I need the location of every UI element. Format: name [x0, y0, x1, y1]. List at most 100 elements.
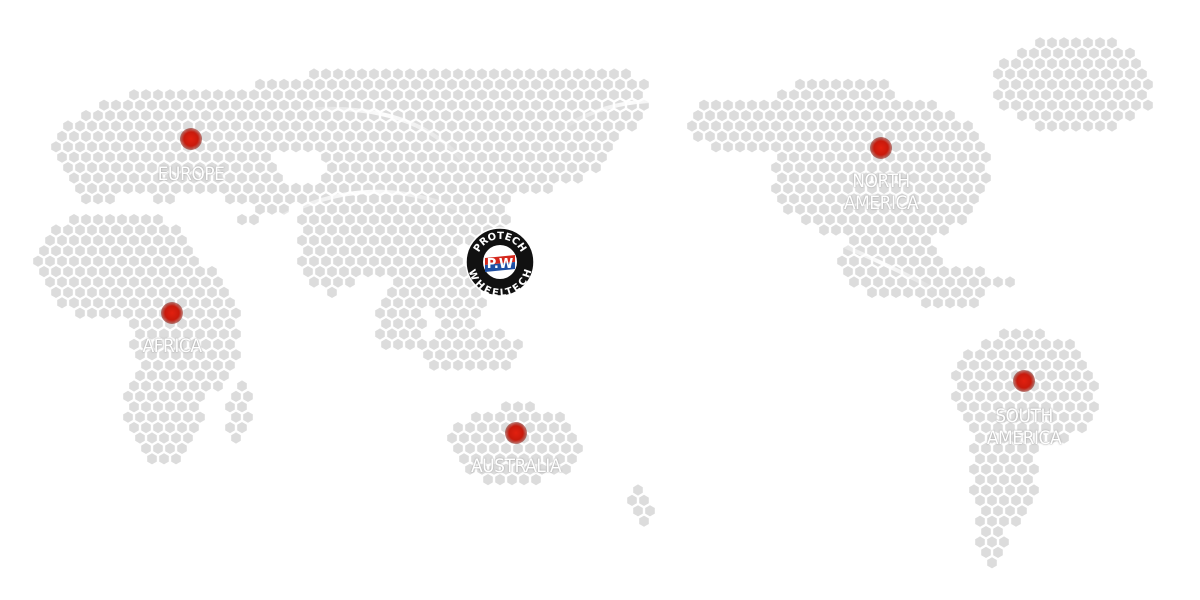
land-hexagon [813, 172, 823, 184]
land-hexagon [441, 276, 451, 288]
land-hexagon [411, 266, 421, 278]
land-hexagon [369, 172, 379, 184]
land-hexagon [381, 89, 391, 101]
land-hexagon [1041, 338, 1051, 350]
land-hexagon [885, 234, 895, 246]
land-hexagon [1017, 68, 1027, 80]
land-hexagon [1059, 120, 1069, 132]
land-hexagon [45, 234, 55, 246]
australia-marker[interactable] [505, 422, 527, 444]
land-hexagon [1053, 89, 1063, 101]
land-hexagon [849, 255, 859, 267]
land-hexagon [843, 162, 853, 174]
land-hexagon [735, 120, 745, 132]
land-hexagon [429, 172, 439, 184]
land-hexagon [1029, 68, 1039, 80]
land-hexagon [147, 411, 157, 423]
land-hexagon [105, 110, 115, 122]
land-hexagon [1077, 110, 1087, 122]
land-hexagon [393, 214, 403, 226]
north-america-marker[interactable] [870, 137, 892, 159]
land-hexagon [489, 110, 499, 122]
land-hexagon [975, 266, 985, 278]
land-hexagon [177, 338, 187, 350]
land-hexagon [147, 453, 157, 465]
land-hexagon [945, 130, 955, 142]
land-hexagon [195, 120, 205, 132]
land-hexagon [801, 130, 811, 142]
land-hexagon [363, 224, 373, 236]
land-hexagon [165, 255, 175, 267]
land-hexagon [345, 151, 355, 163]
land-hexagon [183, 390, 193, 402]
land-hexagon [405, 276, 415, 288]
land-hexagon [393, 234, 403, 246]
land-hexagon [711, 141, 721, 153]
land-hexagon [363, 78, 373, 90]
land-hexagon [255, 141, 265, 153]
land-hexagon [315, 141, 325, 153]
land-hexagon [1053, 359, 1063, 371]
land-hexagon [399, 203, 409, 215]
land-hexagon [87, 141, 97, 153]
land-hexagon [87, 224, 97, 236]
land-hexagon [807, 99, 817, 111]
europe-marker[interactable] [180, 128, 202, 150]
land-hexagon [795, 120, 805, 132]
land-hexagon [423, 245, 433, 257]
south-america-marker[interactable] [1013, 370, 1035, 392]
land-hexagon [1065, 401, 1075, 413]
land-hexagon [153, 359, 163, 371]
land-hexagon [513, 151, 523, 163]
land-hexagon [405, 110, 415, 122]
land-hexagon [765, 130, 775, 142]
land-hexagon [387, 162, 397, 174]
land-hexagon [1035, 411, 1045, 423]
land-hexagon [429, 276, 439, 288]
land-hexagon [69, 151, 79, 163]
land-hexagon [1029, 89, 1039, 101]
land-hexagon [519, 453, 529, 465]
land-hexagon [873, 214, 883, 226]
land-hexagon [909, 172, 919, 184]
land-hexagon [969, 380, 979, 392]
land-hexagon [843, 141, 853, 153]
land-hexagon [489, 338, 499, 350]
africa-label: AFRICA [142, 335, 202, 357]
land-hexagon [939, 182, 949, 194]
land-hexagon [357, 89, 367, 101]
land-hexagon [357, 193, 367, 205]
land-hexagon [1119, 78, 1129, 90]
land-hexagon [561, 110, 571, 122]
land-hexagon [345, 255, 355, 267]
land-hexagon [525, 401, 535, 413]
land-hexagon [153, 214, 163, 226]
land-hexagon [159, 182, 169, 194]
land-hexagon [597, 130, 607, 142]
land-hexagon [405, 318, 415, 330]
land-hexagon [819, 224, 829, 236]
land-hexagon [1005, 276, 1015, 288]
land-hexagon [147, 245, 157, 257]
land-hexagon [981, 484, 991, 496]
land-hexagon [807, 120, 817, 132]
land-hexagon [921, 214, 931, 226]
land-hexagon [39, 266, 49, 278]
land-hexagon [99, 266, 109, 278]
land-hexagon [477, 442, 487, 454]
land-hexagon [219, 162, 229, 174]
land-hexagon [225, 359, 235, 371]
land-hexagon [447, 245, 457, 257]
land-hexagon [1047, 390, 1057, 402]
land-hexagon [423, 182, 433, 194]
land-hexagon [1077, 68, 1087, 80]
africa-marker[interactable] [161, 302, 183, 324]
land-hexagon [81, 193, 91, 205]
land-hexagon [147, 120, 157, 132]
land-hexagon [129, 89, 139, 101]
land-hexagon [225, 401, 235, 413]
land-hexagon [117, 297, 127, 309]
land-hexagon [951, 370, 961, 382]
land-hexagon [939, 120, 949, 132]
land-hexagon [207, 349, 217, 361]
